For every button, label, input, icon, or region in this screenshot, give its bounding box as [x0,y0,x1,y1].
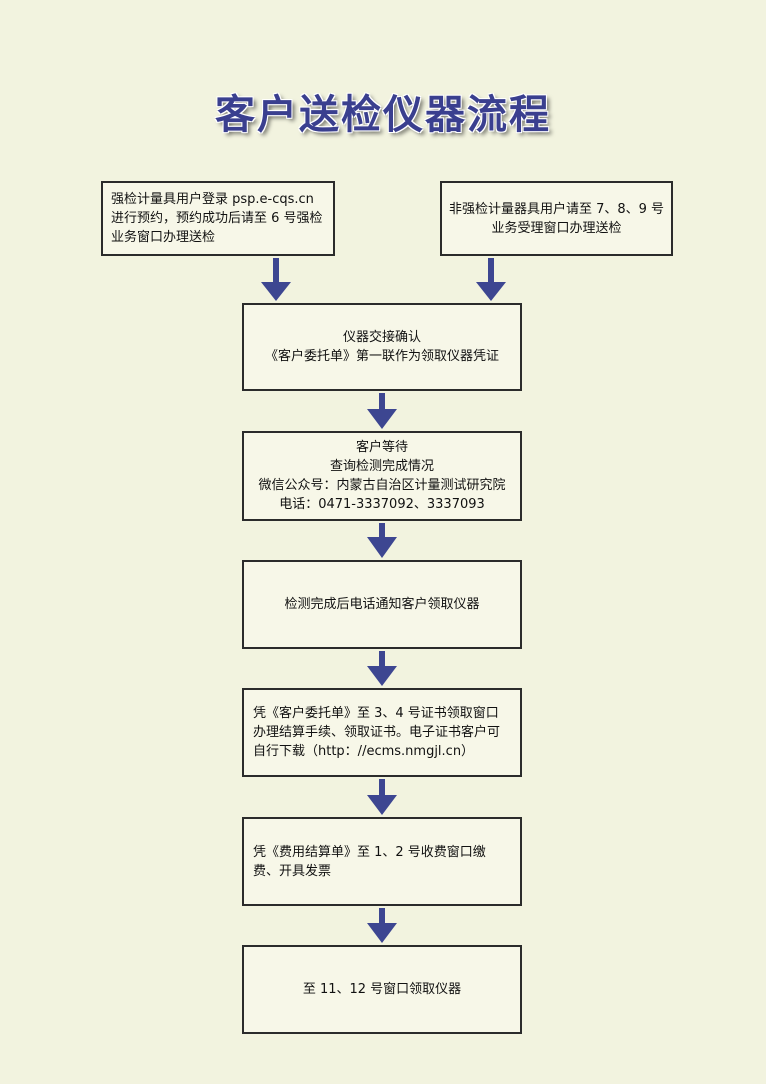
arrow-down-icon [261,258,291,301]
step-box-collect: 至 11、12 号窗口领取仪器 [242,945,522,1034]
step-text-handover: 仪器交接确认 《客户委托单》第一联作为领取仪器凭证 [264,330,499,364]
arrow-down-icon [367,908,397,943]
step-text-non-mandatory: 非强检计量器具用户请至 7、8、9 号 业务受理窗口办理送检 [448,201,665,236]
arrow-down-icon [476,258,506,301]
page-title: 客户送检仪器流程 [215,92,551,138]
step-text-collect: 至 11、12 号窗口领取仪器 [302,982,462,997]
step-text-settle: 凭《客户委托单》至 3、4 号证书领取窗口办理结算手续、领取证书。电子证书客户可… [253,706,501,759]
step-box-settle: 凭《客户委托单》至 3、4 号证书领取窗口办理结算手续、领取证书。电子证书客户可… [242,688,522,777]
arrow-down-icon [367,779,397,815]
step-text-notify: 检测完成后电话通知客户领取仪器 [284,597,480,612]
step-box-pay: 凭《费用结算单》至 1、2 号收费窗口缴费、开具发票 [242,817,522,906]
step-box-handover: 仪器交接确认 《客户委托单》第一联作为领取仪器凭证 [242,303,522,391]
step-text-wait: 客户等待 查询检测完成情况 微信公众号：内蒙古自治区计量测试研究院 电话：047… [258,440,506,512]
step-box-wait: 客户等待 查询检测完成情况 微信公众号：内蒙古自治区计量测试研究院 电话：047… [242,431,522,521]
step-text-pay: 凭《费用结算单》至 1、2 号收费窗口缴费、开具发票 [253,844,486,879]
arrow-down-icon [367,651,397,686]
step-text-mandatory-booking: 强检计量具用户登录 psp.e-cqs.cn 进行预约，预约成功后请至 6 号强… [111,192,323,245]
step-box-mandatory-booking: 强检计量具用户登录 psp.e-cqs.cn 进行预约，预约成功后请至 6 号强… [101,181,335,256]
step-box-notify: 检测完成后电话通知客户领取仪器 [242,560,522,649]
arrow-down-icon [367,523,397,558]
arrow-down-icon [367,393,397,429]
step-box-non-mandatory: 非强检计量器具用户请至 7、8、9 号 业务受理窗口办理送检 [440,181,673,256]
